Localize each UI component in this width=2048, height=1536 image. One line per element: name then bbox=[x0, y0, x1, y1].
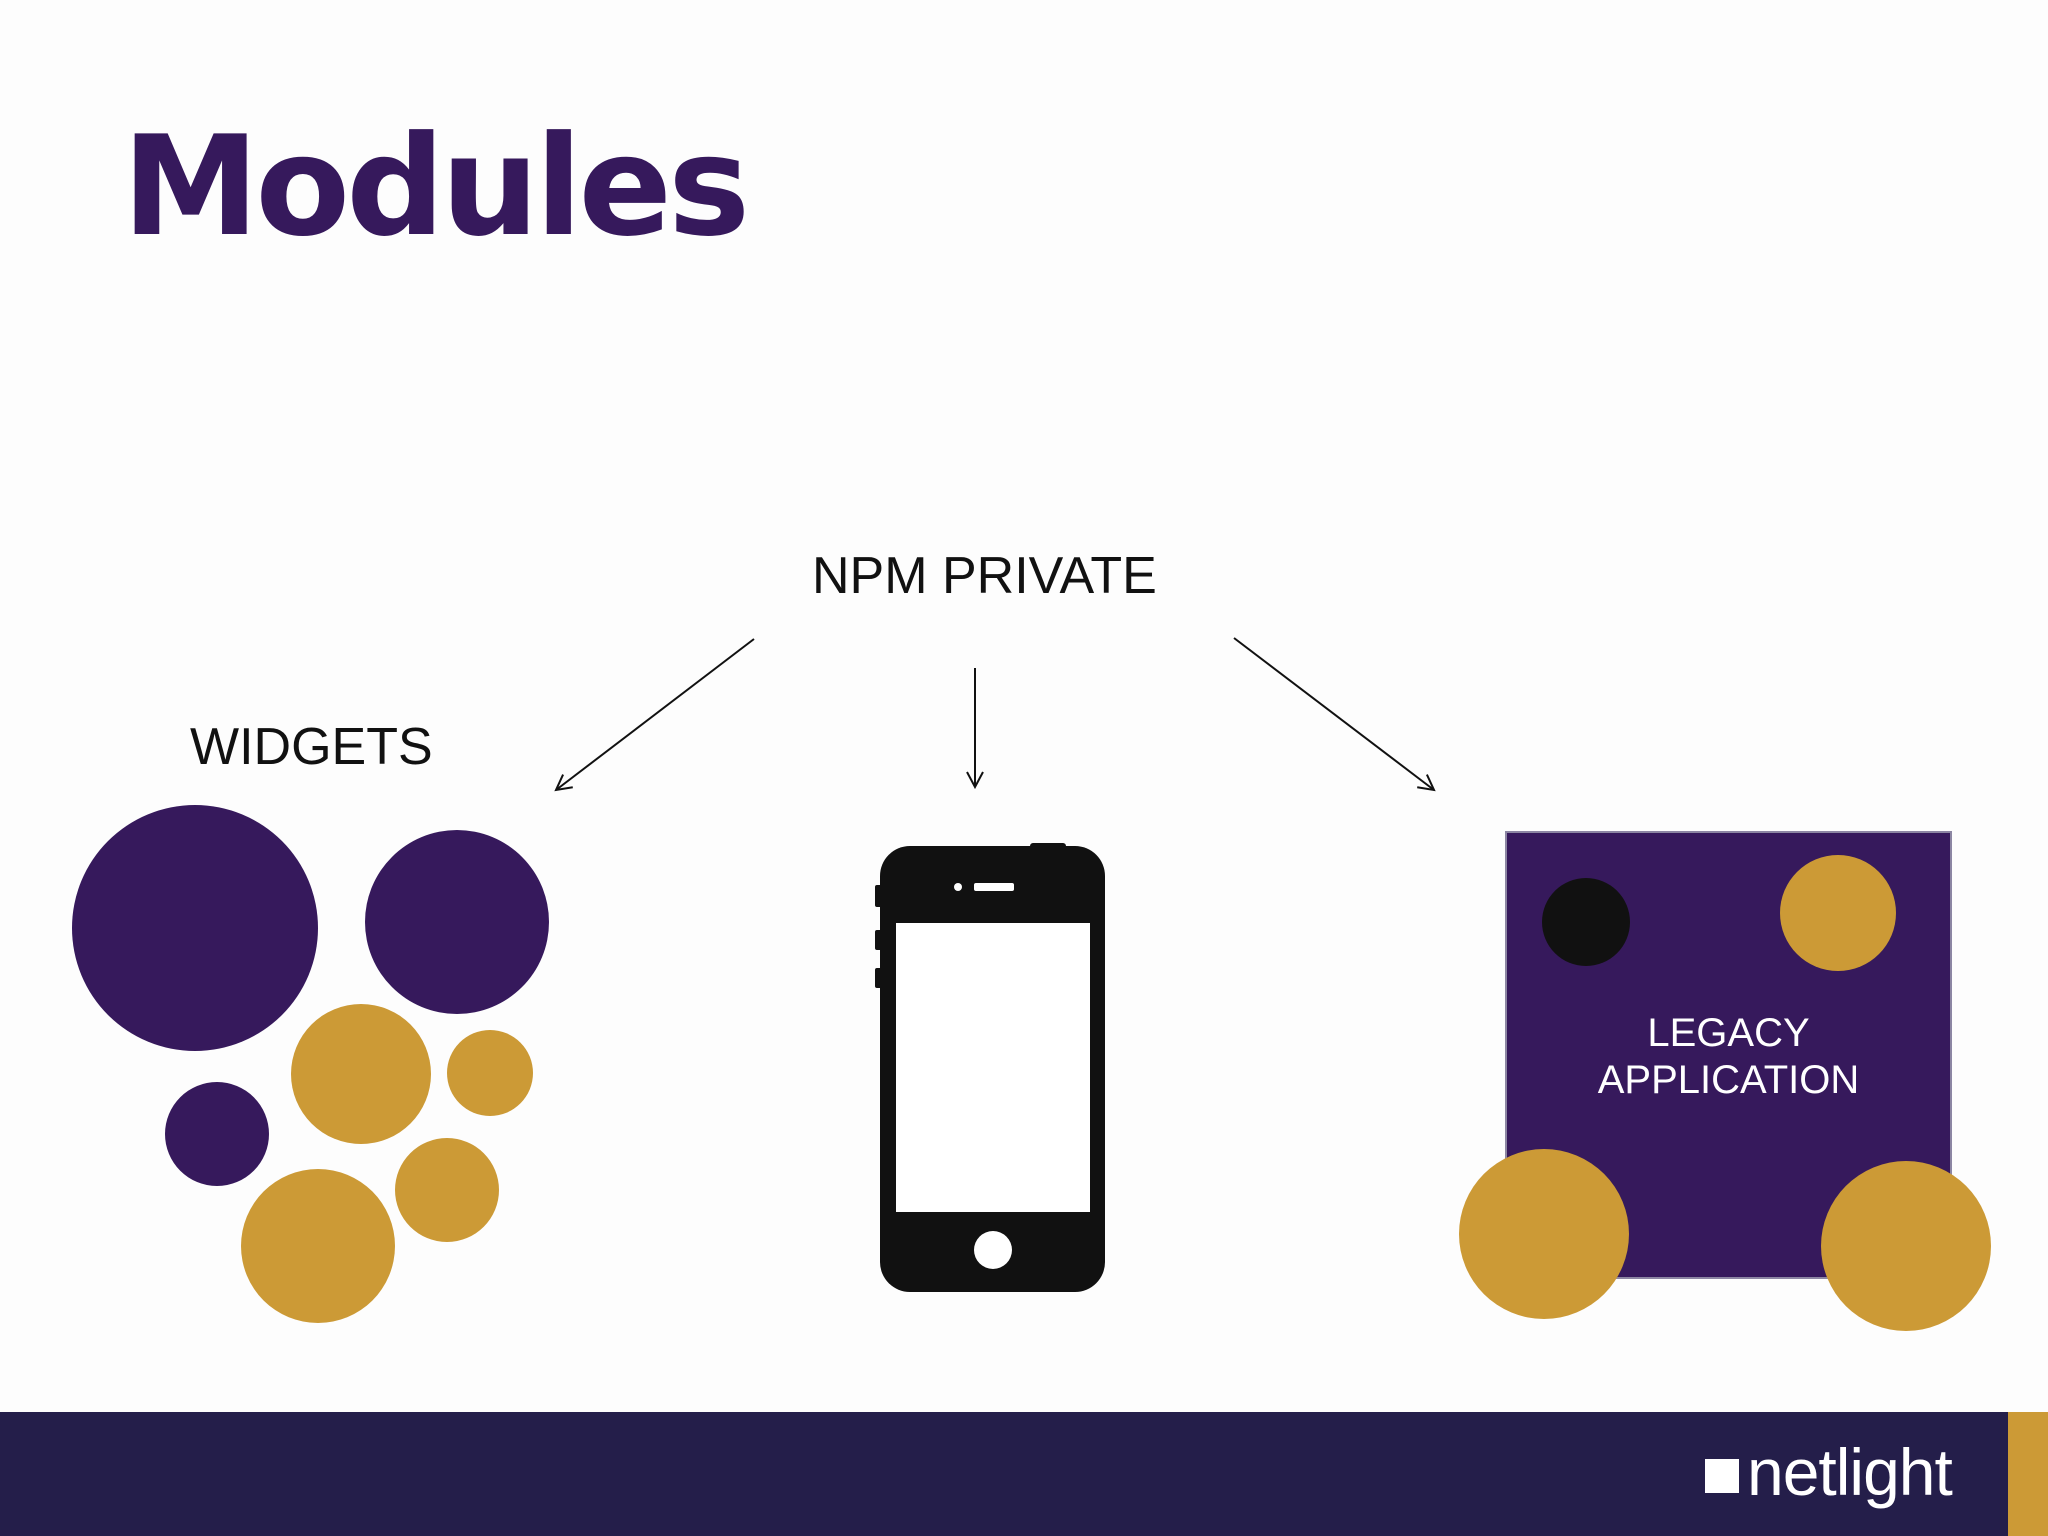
widget-circle bbox=[72, 805, 318, 1051]
logo-square-icon bbox=[1705, 1459, 1739, 1493]
arrow-to-legacy bbox=[1233, 637, 1436, 792]
widget-circle bbox=[241, 1169, 395, 1323]
netlight-logo: netlight bbox=[1705, 1435, 1953, 1509]
page-title: Modules bbox=[122, 106, 750, 267]
smartphone-icon bbox=[875, 843, 1105, 1292]
widget-circle bbox=[165, 1082, 269, 1186]
widget-circle bbox=[447, 1030, 533, 1116]
widget-circle bbox=[365, 830, 549, 1014]
widgets-label: WIDGETS bbox=[190, 718, 433, 776]
footer-accent bbox=[2008, 1412, 2048, 1536]
legacy-circle bbox=[1780, 855, 1896, 971]
npm-private-label: NPM PRIVATE bbox=[812, 547, 1157, 605]
legacy-application-box bbox=[1459, 831, 1991, 1331]
logo-text: netlight bbox=[1747, 1435, 1953, 1509]
legacy-circle bbox=[1821, 1161, 1991, 1331]
legacy-circle bbox=[1542, 878, 1630, 966]
widgets-circles bbox=[72, 805, 549, 1323]
widget-circle bbox=[395, 1138, 499, 1242]
legacy-application-label: LEGACY APPLICATION bbox=[1506, 1010, 1951, 1104]
modules-diagram bbox=[72, 637, 1991, 1331]
legacy-circle bbox=[1459, 1149, 1629, 1319]
widget-circle bbox=[291, 1004, 431, 1144]
arrow-to-widgets bbox=[554, 638, 755, 792]
legacy-label-line1: LEGACY bbox=[1647, 1011, 1810, 1055]
legacy-label-line2: APPLICATION bbox=[1597, 1058, 1860, 1102]
